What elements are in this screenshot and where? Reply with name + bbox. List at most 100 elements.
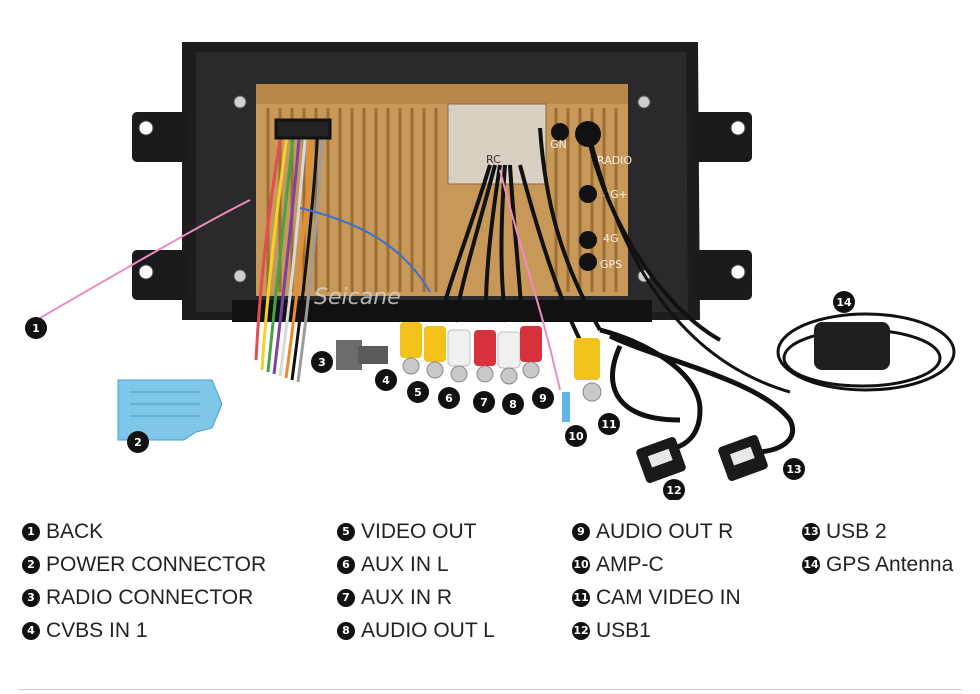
callout-10: 10	[565, 425, 587, 447]
callout-number: 13	[786, 463, 801, 476]
label-gn: GN	[550, 138, 567, 151]
legend-label: CAM VIDEO IN	[596, 585, 741, 609]
legend-label: GPS Antenna	[826, 552, 954, 576]
legend-label: VIDEO OUT	[361, 519, 477, 543]
legend-number: 11	[572, 588, 590, 607]
callout-number: 5	[414, 386, 422, 399]
callout-number: 3	[318, 356, 326, 369]
callout-4: 4	[375, 369, 397, 391]
callout-number: 12	[666, 484, 681, 497]
usb-cables	[599, 327, 796, 455]
legend-number: 10	[572, 555, 590, 574]
power-harness	[39, 118, 431, 383]
usb2-plug	[718, 435, 768, 481]
power-connector	[117, 379, 223, 441]
legend-label: POWER CONNECTOR	[46, 552, 267, 576]
legend-item: 7 AUX IN R	[337, 581, 495, 614]
rca-cam-video-in-plug	[574, 338, 602, 402]
legend-number: 14	[802, 555, 820, 574]
legend-column-2: 5 VIDEO OUT 6 AUX IN L 7 AUX IN R 8 AUDIO OUT L	[337, 515, 495, 647]
legend-column-4: 13 USB 2 14 GPS Antenna	[802, 515, 953, 581]
callout-number: 7	[480, 396, 488, 409]
rca-cvbs-in-1-plug	[400, 322, 422, 375]
legend-item: 3 RADIO CONNECTOR	[22, 581, 266, 614]
legend-item: 11 CAM VIDEO IN	[572, 581, 741, 614]
legend-number: 12	[572, 621, 590, 640]
heatsink	[233, 84, 651, 296]
callout-14: 14	[833, 291, 855, 313]
callout-13: 13	[783, 458, 805, 480]
callout-number: 10	[568, 430, 584, 443]
legend-label: USB 2	[826, 519, 887, 543]
legend-item: 5 VIDEO OUT	[337, 515, 495, 548]
label-4g: 4G	[603, 232, 619, 245]
legend-item: 1 BACK	[22, 515, 266, 548]
legend-number: 2	[22, 555, 40, 574]
wiring-diagram: RADIO 4G+ 4G GPS GN RC	[25, 42, 956, 500]
label-radio: RADIO	[597, 154, 632, 167]
callout-number: 8	[509, 398, 517, 411]
legend-label: AUDIO OUT R	[596, 519, 734, 543]
rca-audio-out-l-plug	[497, 331, 521, 385]
callout-number: 1	[32, 322, 40, 335]
legend-number: 7	[337, 588, 355, 607]
legend-label: BACK	[46, 519, 104, 543]
legend-number: 13	[802, 522, 820, 541]
callout-number: 6	[445, 392, 453, 405]
callout-7: 7	[473, 391, 495, 413]
legend-label: CVBS IN 1	[46, 618, 148, 642]
usb1-plug	[636, 437, 686, 483]
legend-item: 14 GPS Antenna	[802, 548, 953, 581]
label-gps: GPS	[600, 258, 622, 271]
rca-aux-in-r-plug	[474, 330, 496, 383]
radio-connector-plug	[336, 340, 388, 370]
amp-c-wire-tip	[562, 392, 570, 422]
legend-item: 12 USB1	[572, 614, 741, 647]
legend-label: USB1	[596, 618, 651, 642]
callout-number: 14	[836, 296, 852, 309]
legend-label: AMP-C	[596, 552, 664, 576]
legend-label: AUX IN L	[361, 552, 449, 576]
rca-bundle-wires	[438, 127, 721, 391]
callout-number: 11	[601, 418, 616, 431]
legend-number: 8	[337, 621, 355, 640]
legend-item: 9 AUDIO OUT R	[572, 515, 741, 548]
callout-1: 1	[25, 317, 47, 339]
callout-9: 9	[532, 387, 554, 409]
legend-number: 5	[337, 522, 355, 541]
legend-item: 10 AMP-C	[572, 548, 741, 581]
callout-5: 5	[407, 381, 429, 403]
gps-antenna	[588, 135, 956, 394]
callout-12: 12	[663, 479, 685, 500]
rca-video-out-plug	[424, 326, 446, 379]
legend-number: 6	[337, 555, 355, 574]
legend-number: 9	[572, 522, 590, 541]
legend-item: 2 POWER CONNECTOR	[22, 548, 266, 581]
callout-11: 11	[598, 413, 620, 435]
legend-label: AUX IN R	[361, 585, 453, 609]
legend-label: AUDIO OUT L	[361, 618, 495, 642]
callout-number: 9	[539, 392, 547, 405]
label-rc: RC	[486, 153, 501, 166]
divider	[18, 689, 962, 690]
rca-aux-in-l-plug	[447, 329, 471, 383]
rca-plugs	[400, 322, 602, 422]
legend-column-3: 9 AUDIO OUT R 10 AMP-C 11 CAM VIDEO IN 12 USB1	[572, 515, 741, 647]
callout-2: 2	[127, 431, 149, 453]
legend-item: 13 USB 2	[802, 515, 953, 548]
callout-8: 8	[502, 393, 524, 415]
rca-audio-out-r-plug	[520, 326, 542, 379]
legend-item: 6 AUX IN L	[337, 548, 495, 581]
callout-6: 6	[438, 387, 460, 409]
legend-number: 3	[22, 588, 40, 607]
callout-3: 3	[311, 351, 333, 373]
legend-number: 1	[22, 522, 40, 541]
legend-item: 8 AUDIO OUT L	[337, 614, 495, 647]
callout-number: 2	[134, 436, 142, 449]
legend-label: RADIO CONNECTOR	[46, 585, 254, 609]
callout-number: 4	[382, 374, 390, 387]
